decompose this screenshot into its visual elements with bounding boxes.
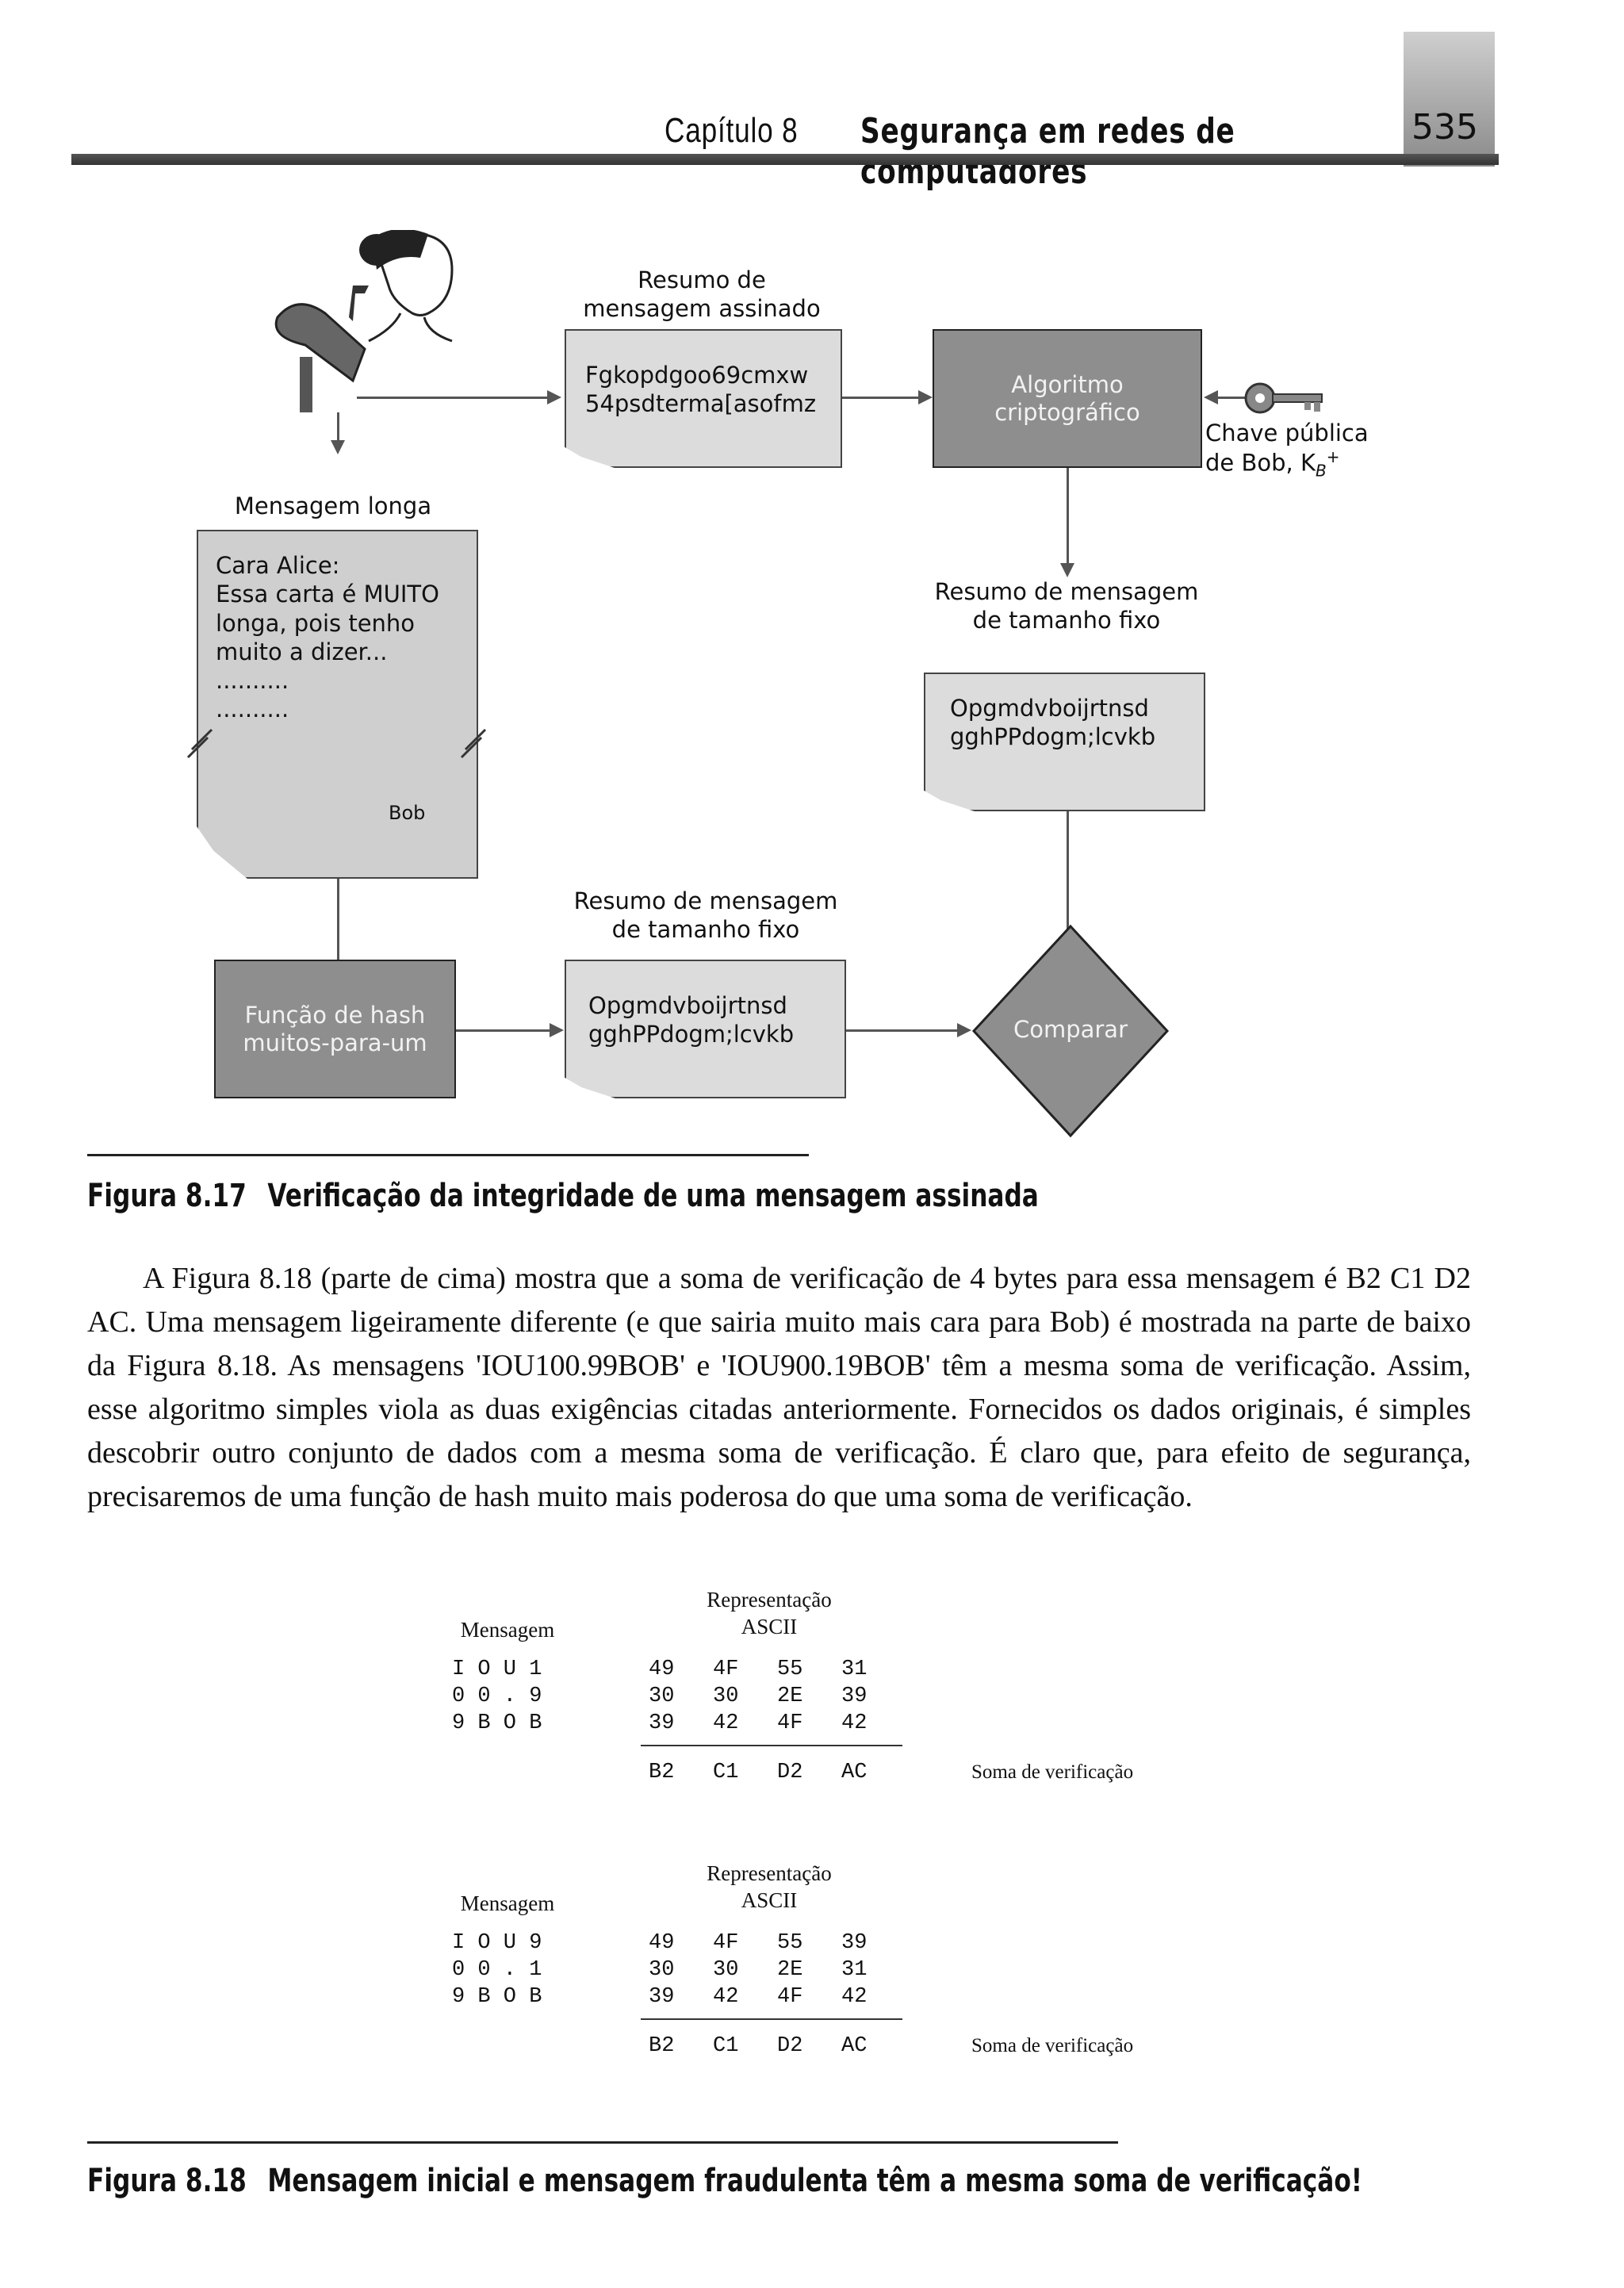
col-header-message: Mensagem bbox=[460, 1891, 555, 1915]
fixed-digest-text-right: Opgmdvboijrtnsd gghPPdogm;lcvkb bbox=[950, 695, 1156, 751]
arrow-head bbox=[957, 1023, 971, 1037]
ascii-row: 49 4F 55 39 bbox=[649, 1931, 868, 1955]
fixed-digest-label-bottom: Resumo de mensagem de tamanho fixo bbox=[573, 887, 838, 944]
signed-digest-doc bbox=[565, 329, 842, 468]
long-message-label: Mensagem longa bbox=[234, 492, 432, 519]
ascii-row: 49 4F 55 31 bbox=[649, 1658, 868, 1681]
fixed-digest-doc-bottom bbox=[565, 960, 846, 1098]
figure-8-18-caption: Figura 8.18 Mensagem inicial e mensagem f… bbox=[87, 2163, 1362, 2199]
ascii-row: 39 42 4F 42 bbox=[649, 1985, 868, 2009]
alice-icon bbox=[359, 230, 454, 343]
public-key-label: Chave pública de Bob, KB+ bbox=[1205, 420, 1369, 481]
connector bbox=[337, 879, 339, 974]
page-number: 535 bbox=[1411, 107, 1478, 148]
signed-digest-label: Resumo de mensagem assinado bbox=[583, 266, 821, 323]
caption-number: Figura 8.17 bbox=[87, 1178, 247, 1214]
connector bbox=[1218, 397, 1245, 399]
checksum-label: Soma de verificação bbox=[971, 2035, 1134, 2056]
arrow-head bbox=[1060, 563, 1074, 577]
arrow-head bbox=[918, 390, 933, 404]
compare-diamond bbox=[971, 924, 1170, 1138]
letter-signature: Bob bbox=[389, 802, 426, 824]
fixed-digest-text-bottom: Opgmdvboijrtnsd gghPPdogm;lcvkb bbox=[588, 992, 795, 1048]
header-rule bbox=[71, 154, 1499, 165]
message-row: I O U 9 bbox=[452, 1931, 542, 1955]
ascii-row: 39 42 4F 42 bbox=[649, 1711, 868, 1735]
page-number-tab: 535 bbox=[1404, 32, 1495, 167]
connector bbox=[357, 397, 547, 399]
sum-rule bbox=[641, 1745, 902, 1746]
crypto-algorithm-box: Algoritmo criptográfico bbox=[933, 329, 1202, 468]
checksum-value: B2 C1 D2 AC bbox=[649, 1761, 868, 1784]
message-row: 9 B O B bbox=[452, 1711, 542, 1735]
signed-digest-text: Fgkopdgoo69cmxw 54psdterma[asofmz bbox=[585, 362, 817, 418]
connector bbox=[842, 397, 918, 399]
checksum-table-original: Mensagem Representação ASCII I O U 1 0 0… bbox=[0, 1586, 1624, 1792]
figure-8-17-caption: Figura 8.17 Verificação da integridade de… bbox=[87, 1178, 1039, 1214]
arrow-head bbox=[547, 390, 561, 404]
checksum-value: B2 C1 D2 AC bbox=[649, 2034, 868, 2058]
connector bbox=[456, 1029, 550, 1032]
chapter-title: Segurança em redes de computadores bbox=[860, 111, 1235, 192]
col-header-ascii: Representação ASCII bbox=[707, 1861, 832, 1912]
arrow-head bbox=[1204, 390, 1218, 404]
compare-label: Comparar bbox=[1013, 1016, 1128, 1043]
ascii-row: 30 30 2E 31 bbox=[649, 1958, 868, 1982]
message-row: I O U 1 bbox=[452, 1658, 542, 1681]
message-row: 9 B O B bbox=[452, 1985, 542, 2009]
mailbox-icon bbox=[274, 286, 369, 412]
crypto-algorithm-label: Algoritmo criptográfico bbox=[994, 370, 1140, 426]
caption-text: Verificação da integridade de uma mensag… bbox=[267, 1178, 1039, 1214]
connector bbox=[846, 1029, 957, 1032]
message-row: 0 0 . 1 bbox=[452, 1958, 542, 1982]
fixed-digest-doc-right bbox=[924, 673, 1205, 811]
checksum-label: Soma de verificação bbox=[971, 1761, 1134, 1783]
caption-rule bbox=[87, 2141, 1118, 2144]
figure-8-17: Resumo de mensagem assinado Fgkopdgoo69c… bbox=[0, 198, 1624, 1214]
long-message-letter bbox=[197, 530, 478, 879]
caption-text: Mensagem inicial e mensagem fraudulenta … bbox=[267, 2163, 1363, 2199]
connector bbox=[1067, 468, 1069, 567]
caption-rule bbox=[87, 1154, 809, 1156]
ascii-row: 30 30 2E 39 bbox=[649, 1684, 868, 1708]
fixed-digest-label-right: Resumo de mensagem de tamanho fixo bbox=[934, 578, 1199, 634]
letter-text: Cara Alice: Essa carta é MUITO longa, po… bbox=[216, 552, 439, 723]
chapter-label: Capítulo 8 bbox=[665, 111, 799, 150]
arrow-head bbox=[331, 440, 345, 454]
hash-function-box: Função de hash muitos-para-um bbox=[214, 960, 456, 1098]
page-header: Capítulo 8 Segurança em redes de computa… bbox=[0, 0, 1624, 192]
key-icon bbox=[1244, 382, 1323, 414]
body-paragraph: A Figura 8.18 (parte de cima) mostra que… bbox=[87, 1262, 1471, 1513]
caption-number: Figura 8.18 bbox=[87, 2163, 247, 2199]
hash-function-label: Função de hash muitos-para-um bbox=[243, 1001, 427, 1056]
sum-rule bbox=[641, 2018, 902, 2020]
alice-mailbox-illustration bbox=[274, 230, 454, 412]
col-header-message: Mensagem bbox=[460, 1618, 555, 1642]
checksum-table-fraudulent: Mensagem Representação ASCII I O U 9 0 0… bbox=[0, 1860, 1624, 2066]
col-header-ascii: Representação ASCII bbox=[707, 1588, 832, 1638]
message-row: 0 0 . 9 bbox=[452, 1684, 542, 1708]
arrow-head bbox=[550, 1023, 564, 1037]
break-mark-icon bbox=[186, 728, 487, 759]
connector bbox=[337, 412, 339, 444]
